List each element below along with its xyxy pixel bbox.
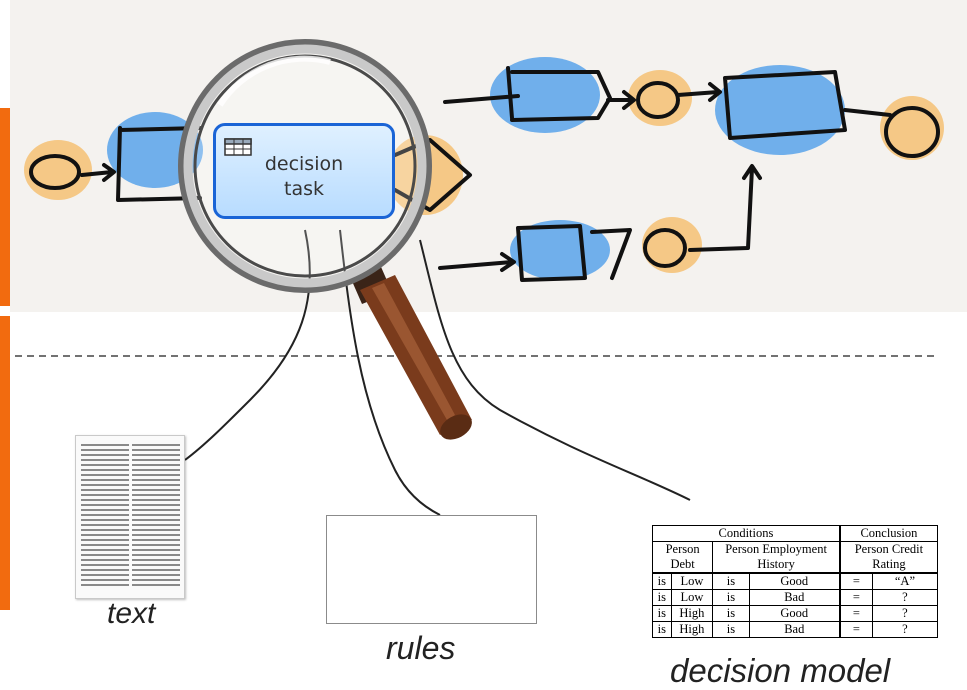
task-2-blob [490, 57, 600, 133]
header-employment-history: Person Employment History [712, 541, 841, 574]
table-cell: High [670, 605, 714, 622]
table-cell: is [652, 605, 672, 622]
sketch-color-blobs [24, 57, 944, 280]
accent-bar-bottom [0, 316, 10, 610]
flow-start-to-task [80, 163, 116, 182]
doc-column-right [132, 444, 180, 589]
table-cell: Bad [748, 621, 841, 638]
table-cell: Good [748, 572, 841, 590]
table-cell: is [712, 605, 750, 622]
header-conclusion: Conclusion [838, 525, 938, 542]
header-person-debt: Person Debt [651, 541, 714, 574]
decision-task-label-line1: decision [264, 153, 344, 175]
table-cell: ? [871, 605, 939, 622]
table-cell: is [652, 621, 672, 638]
lens-ring-outer [178, 39, 432, 293]
table-row: is High is Bad = ? [652, 621, 939, 638]
flow-to-task-4 [438, 252, 516, 272]
decision-table-group-row: Conditions Conclusion [651, 525, 938, 542]
end-event-blob [880, 96, 944, 160]
task-4-stroke [516, 224, 587, 282]
event-2-stroke [636, 81, 680, 119]
text-document-thumbnail [75, 435, 185, 599]
table-row: is Low is Bad = ? [652, 589, 939, 606]
table-cell: = [838, 589, 873, 606]
curve-to-rules [339, 229, 441, 516]
table-cell: “A” [871, 572, 939, 590]
table-cell: Bad [748, 589, 841, 606]
flow-to-task-2 [443, 66, 520, 120]
table-cell: = [838, 605, 873, 622]
lens-ring-mid [183, 44, 427, 288]
start-event-blob [24, 140, 92, 200]
caption-text: text [107, 597, 156, 630]
doc-column-left [81, 444, 129, 589]
decision-table-column-row: Person Debt Person Employment History Pe… [651, 541, 938, 574]
event-3-stroke [643, 228, 687, 268]
table-cell: is [652, 589, 672, 606]
table-cell: is [712, 621, 750, 638]
end-event-stroke [884, 106, 940, 158]
flow-task2-to-event2 [606, 90, 636, 110]
table-cell: is [712, 572, 750, 590]
decision-table: Conditions Conclusion Person Debt Person… [651, 525, 939, 638]
table-cell: = [838, 621, 873, 638]
caption-rules: rules [386, 630, 456, 666]
accent-bar-top [0, 108, 10, 306]
table-cell: Low [670, 589, 714, 606]
table-cell: = [838, 572, 873, 590]
table-cell: High [670, 621, 714, 638]
task-3-stroke [723, 70, 847, 140]
magnifier-handle [348, 260, 472, 440]
table-icon [224, 138, 252, 156]
caption-decision-model: decision model [670, 652, 891, 689]
table-cell: is [652, 572, 672, 590]
seven-stroke [590, 228, 632, 280]
sketch-strokes [29, 66, 940, 282]
curve-to-model [419, 239, 691, 501]
flow-event2-to-task3 [676, 82, 722, 102]
table-cell: ? [871, 589, 939, 606]
table-cell: ? [871, 621, 939, 638]
rules-box [326, 515, 537, 624]
table-row: is High is Good = ? [652, 605, 939, 622]
table-row: is Low is Good = “A” [652, 572, 939, 590]
handle-end [440, 414, 472, 440]
start-event-stroke [29, 154, 81, 190]
decision-task-label-line2: task [284, 178, 324, 200]
table-cell: Low [670, 572, 714, 590]
decision-task-box[interactable]: decision task [213, 123, 395, 219]
flow-event3-up [688, 164, 762, 252]
table-cell: Good [748, 605, 841, 622]
header-credit-rating: Person Credit Rating [838, 541, 938, 574]
handle-highlight [372, 283, 455, 420]
header-conditions: Conditions [651, 525, 841, 542]
flow-task3-to-end [843, 108, 892, 117]
lens-shine [217, 55, 331, 107]
table-cell: is [712, 589, 750, 606]
